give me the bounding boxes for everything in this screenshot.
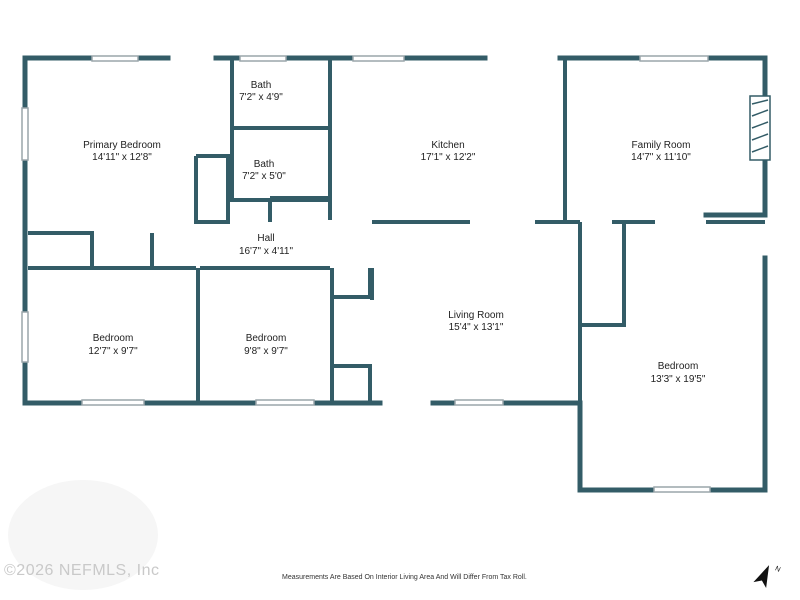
walls (22, 55, 768, 493)
room-bedroom-3-name: Bedroom (658, 361, 699, 372)
logo-watermark (8, 480, 158, 590)
north-arrow-icon (753, 565, 770, 589)
fireplace (749, 95, 771, 161)
window (239, 55, 287, 62)
room-bath-1-dims: 7'2" x 4'9" (239, 92, 283, 103)
room-bath-2-dims: 7'2" x 5'0" (242, 171, 286, 182)
window (255, 399, 315, 406)
interior-walls (28, 58, 765, 405)
windows (21, 55, 711, 493)
window (81, 399, 145, 406)
compass: N (753, 565, 782, 589)
room-bedroom-1-dims: 12'7" x 9'7" (88, 346, 138, 357)
room-labels: Primary Bedroom 14'11" x 12'8" Bath 7'2"… (83, 80, 706, 385)
window (91, 55, 139, 62)
room-bedroom-2-dims: 9'8" x 9'7" (244, 346, 288, 357)
exterior-wall-top (22, 55, 768, 218)
room-family-room-name: Family Room (632, 140, 691, 151)
room-bedroom-3-dims: 13'3" x 19'5" (651, 374, 706, 385)
room-bath-2-name: Bath (254, 159, 275, 170)
compass-label: N (774, 565, 782, 573)
room-living-room-dims: 15'4" x 13'1" (449, 322, 504, 333)
room-family-room-dims: 14'7" x 11'10" (631, 152, 691, 163)
room-primary-bedroom-name: Primary Bedroom (83, 140, 161, 151)
copyright-text: ©2026 NEFMLS, Inc (4, 562, 160, 579)
room-bedroom-2-name: Bedroom (246, 333, 287, 344)
room-kitchen-dims: 17'1" x 12'2" (421, 152, 476, 163)
window (653, 486, 711, 493)
window (352, 55, 405, 62)
room-hall-name: Hall (257, 233, 274, 244)
exterior-wall-right (577, 212, 768, 493)
room-primary-bedroom-dims: 14'11" x 12'8" (92, 152, 152, 163)
measurement-disclaimer: Measurements Are Based On Interior Livin… (282, 574, 527, 581)
room-bedroom-1-name: Bedroom (93, 333, 134, 344)
room-hall-dims: 16'7" x 4'11" (239, 246, 294, 257)
window (639, 55, 709, 62)
window (21, 107, 29, 161)
room-bath-1-name: Bath (251, 80, 272, 91)
room-living-room-name: Living Room (448, 310, 504, 321)
window (454, 399, 504, 406)
window (21, 311, 29, 363)
room-kitchen-name: Kitchen (431, 140, 464, 151)
exterior-wall (22, 55, 383, 406)
